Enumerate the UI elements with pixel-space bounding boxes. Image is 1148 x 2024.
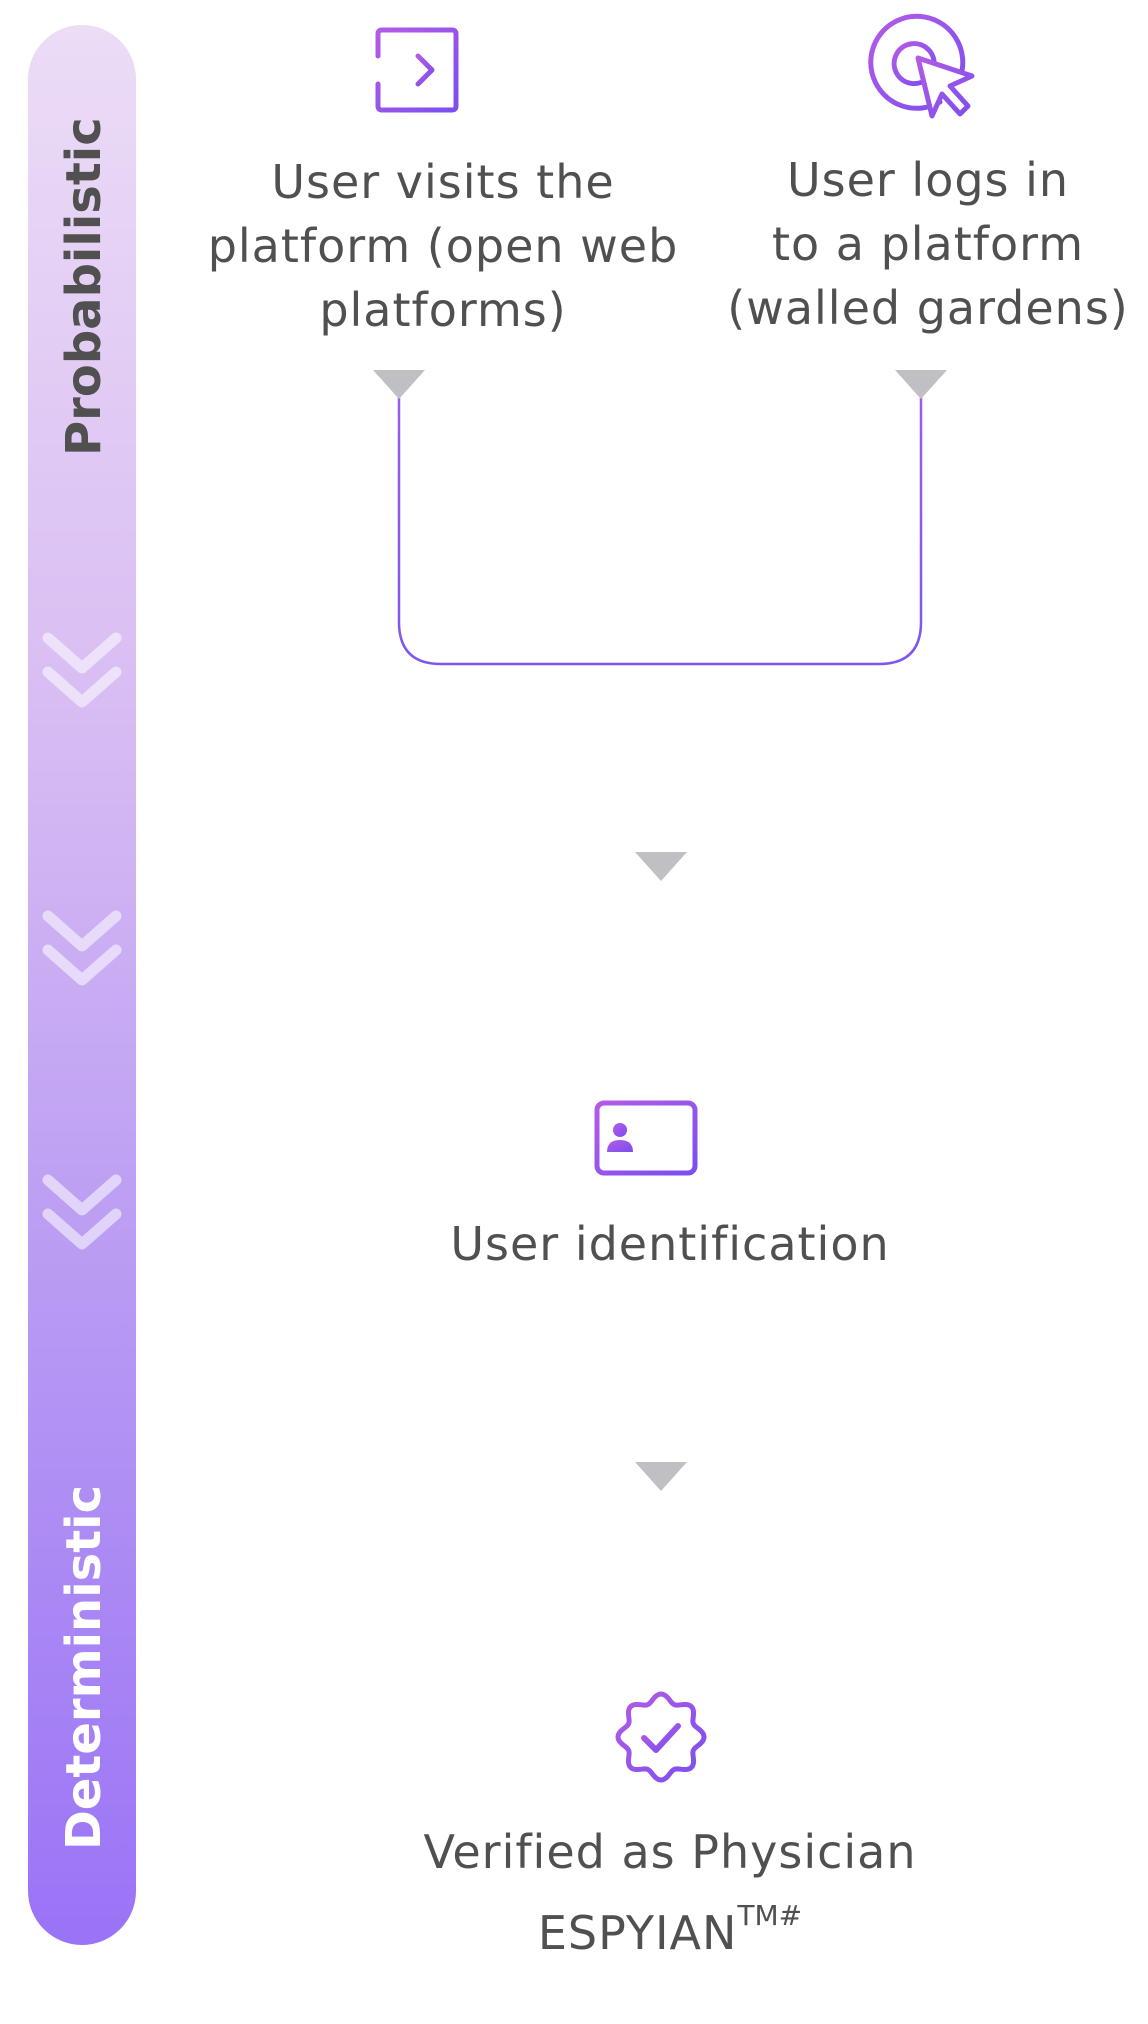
verified-text: Verified as Physician ESPYIAN (423, 1825, 917, 1960)
sign-in-icon (375, 27, 459, 113)
merge-connector (397, 394, 923, 666)
arrow-head (895, 370, 947, 399)
double-chevron-down-icon (42, 632, 122, 708)
arrow-head (635, 852, 687, 881)
double-chevron-down-icon (42, 1174, 122, 1250)
arrow-head (635, 1462, 687, 1491)
id-card-icon (594, 1100, 698, 1176)
node-label-identification: User identification (450, 1217, 890, 1271)
node-label-verified: Verified as Physician ESPYIANTM# (380, 1820, 960, 1965)
node-label-visit: User visits the platform (open web platf… (207, 155, 679, 337)
node-label-login: User logs in to a platform (walled garde… (727, 153, 1129, 335)
arrow-head (373, 370, 425, 399)
target-cursor-icon (868, 13, 975, 119)
double-chevron-down-icon (42, 910, 122, 986)
trademark-superscript: TM# (737, 1899, 803, 1932)
verified-badge-icon (615, 1691, 707, 1783)
